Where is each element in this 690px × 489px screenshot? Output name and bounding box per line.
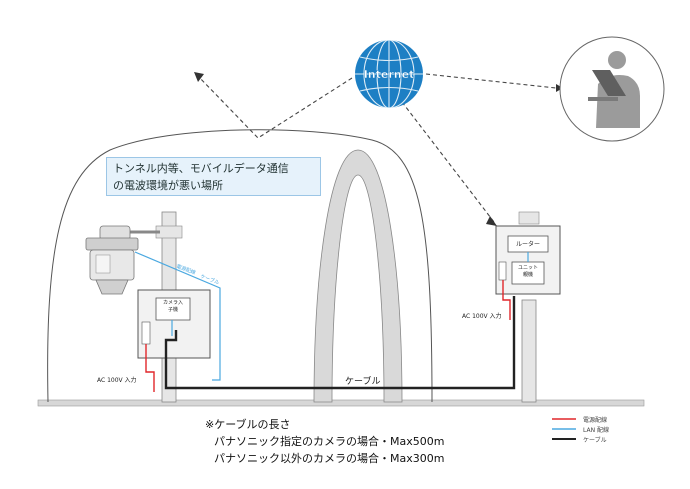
ground-line bbox=[37, 399, 645, 407]
callout-line-2: の電波環境が悪い場所 bbox=[113, 179, 223, 192]
wireless-paths bbox=[197, 73, 557, 223]
right-power-label: AC 100V 入力 bbox=[462, 313, 502, 320]
cable-label: ケーブル bbox=[345, 377, 381, 387]
legend-swatches bbox=[552, 418, 576, 440]
wireless-path-globe-to-user bbox=[425, 73, 557, 89]
left-unit bbox=[155, 297, 191, 321]
parent-unit-label-line-2: 親機 bbox=[522, 272, 533, 278]
left-unit-label-line-1: カメラ入 bbox=[162, 300, 183, 306]
callout-line-1: トンネル内等、モバイルデータ通信 bbox=[113, 162, 289, 175]
main-cable bbox=[164, 296, 516, 390]
left-power-label: AC 100V 入力 bbox=[97, 377, 137, 384]
location-callout: トンネル内等、モバイルデータ通信 の電波環境が悪い場所 bbox=[106, 157, 321, 196]
arrowhead-user bbox=[556, 84, 563, 92]
legend-label-cable: ケーブル bbox=[583, 437, 607, 444]
wireless-path-globe-to-right bbox=[401, 101, 495, 223]
left-unit-label-line-2: 子機 bbox=[167, 307, 178, 313]
notes-heading: ※ケーブルの長さ bbox=[205, 418, 291, 431]
right-pole-top bbox=[518, 211, 540, 225]
parent-unit-label: ユニット 親機 bbox=[513, 265, 543, 279]
notes-line-2: パナソニック以外のカメラの場合・Max300m bbox=[214, 452, 445, 465]
camera-lan-line bbox=[134, 251, 221, 381]
wireless-path-globe-to-tunnel bbox=[197, 75, 353, 139]
tunnel-outline bbox=[47, 129, 433, 403]
left-power-line bbox=[145, 344, 155, 392]
right-power-line bbox=[502, 280, 511, 320]
left-breaker bbox=[141, 321, 151, 345]
router-label: ルーター bbox=[515, 241, 540, 248]
notes-line-1: パナソニック指定のカメラの場合・Max500m bbox=[214, 435, 445, 448]
camera-icon bbox=[85, 225, 139, 295]
globe-label: Internet bbox=[364, 68, 415, 81]
legend-label-lan: LAN 配線 bbox=[583, 427, 609, 434]
parent-unit-label-line-1: ユニット bbox=[517, 265, 538, 271]
arch-outer bbox=[313, 149, 403, 403]
globe-icon bbox=[355, 39, 423, 109]
legend-label-power: 電源配線 bbox=[583, 417, 608, 424]
right-breaker bbox=[498, 261, 507, 281]
right-pole bbox=[521, 299, 537, 403]
arrowhead-tunnel bbox=[194, 72, 204, 82]
arrowhead-right bbox=[486, 216, 497, 226]
remote-user-icon bbox=[559, 36, 665, 142]
left-unit-label: カメラ入 子機 bbox=[157, 300, 189, 314]
